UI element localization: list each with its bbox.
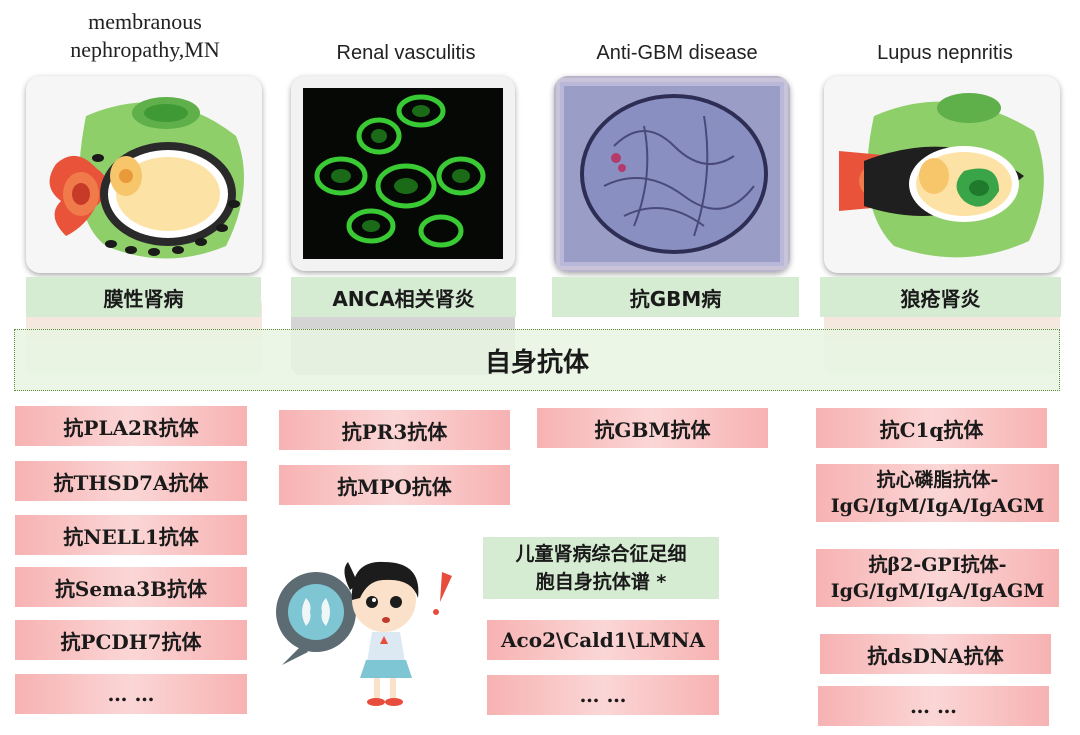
lupus-antibody-item: 抗心磷脂抗体- IgG/IgM/IgA/IgAGM (816, 464, 1059, 522)
lupus-antibody-item: 抗dsDNA抗体 (820, 634, 1051, 674)
label-anca: ANCA相关肾炎 (291, 277, 516, 317)
mn-antibody-item: 抗NELL1抗体 (15, 515, 247, 555)
title-mn: membranous nephropathy,MN (70, 9, 220, 62)
title-anti-gbm: Anti-GBM disease (596, 42, 758, 64)
label-gbm: 抗GBM病 (552, 277, 799, 317)
pediatric-podocyte-title: 儿童肾病综合征足细 胞自身抗体谱 * (483, 537, 719, 599)
lupus-antibody-item: 抗β2-GPI抗体- IgG/IgM/IgA/IgAGM (816, 549, 1059, 607)
mn-antibody-item: … … (15, 674, 247, 714)
mn-illustration (26, 76, 262, 273)
pediatric-title-text: 儿童肾病综合征足细 胞自身抗体谱 * (515, 543, 687, 593)
mn-antibody-item: 抗THSD7A抗体 (15, 461, 247, 501)
title-renal-vasculitis: Renal vasculitis (336, 42, 476, 64)
mn-antibody-item: 抗PCDH7抗体 (15, 620, 247, 660)
lupus-antibody-item: … … (818, 686, 1049, 726)
title-lupus: Lupus nepnritis (877, 42, 1013, 64)
autoantibody-banner: 自身抗体 (14, 329, 1060, 391)
banner-text: 自身抗体 (484, 347, 589, 378)
lupus-antibody-item: 抗C1q抗体 (816, 408, 1047, 448)
vasculitis-fluorescence-image (291, 76, 515, 271)
girl-cartoon-illustration (272, 540, 472, 715)
pediatric-antibody-item: Aco2\Cald1\LMNA (487, 620, 719, 660)
gbm-antibody-item: 抗GBM抗体 (537, 408, 768, 448)
label-mn: 膜性肾病 (26, 277, 261, 317)
label-lupus: 狼疮肾炎 (820, 277, 1061, 317)
pediatric-antibody-item: … … (487, 675, 719, 715)
gbm-histology-image (554, 76, 790, 272)
anca-antibody-item: 抗MPO抗体 (279, 465, 510, 505)
anca-antibody-item: 抗PR3抗体 (279, 410, 510, 450)
lupus-illustration (824, 76, 1060, 273)
mn-antibody-item: 抗Sema3B抗体 (15, 567, 247, 607)
mn-antibody-item: 抗PLA2R抗体 (15, 406, 247, 446)
